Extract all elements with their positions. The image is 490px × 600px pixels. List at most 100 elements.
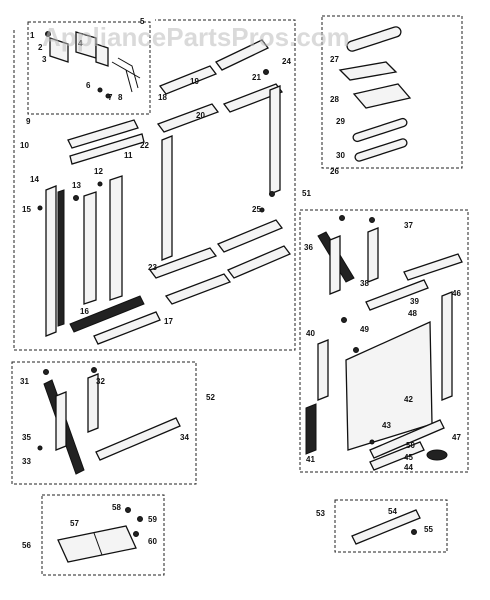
part-label-34: 34 [180,433,189,442]
box-main-frame [13,19,296,351]
part-label-31: 31 [20,377,29,386]
part-label-12: 12 [94,167,103,176]
center-frame [148,39,292,305]
box-53-kit [334,499,448,553]
box-26-kit [321,15,463,169]
screw-icon [45,31,51,37]
box-56-kit [41,494,165,576]
handle-27 [346,26,402,52]
frame-top-right [222,83,284,113]
part-label-54: 54 [388,507,397,516]
part-label-4: 4 [78,39,83,48]
screw-icon [269,191,275,197]
side-channel-14 [45,185,57,337]
part-label-35: 35 [22,433,31,442]
part-label-23: 23 [148,263,157,272]
watermark: AppliancePartsPros.com [42,22,350,52]
screw-icon [37,445,43,451]
part-label-6: 6 [86,81,91,90]
top-rail-9 [67,119,139,149]
part-label-39: 39 [410,297,419,306]
plate-fold [93,532,103,556]
part-label-28: 28 [330,95,339,104]
screw-icon [339,215,345,221]
screw-icon [43,369,49,375]
rail-34 [95,417,181,461]
rail-54 [351,509,421,545]
side-rail-46 [441,291,453,401]
part-label-37: 37 [404,221,413,230]
part-label-42: 42 [404,395,413,404]
part-label-57: 57 [70,519,79,528]
part-label-17: 17 [164,317,173,326]
part-label-48: 48 [408,309,417,318]
part-label-27: 27 [330,55,339,64]
part-label-7: 7 [108,93,113,102]
part-label-11: 11 [124,151,133,160]
bracket-part [49,37,69,63]
screw-icon [369,217,375,223]
plate-part-small [95,43,109,67]
part-label-21: 21 [252,73,261,82]
frame-bottom-right [216,219,284,253]
part-label-29: 29 [336,117,345,126]
bottom-rail-17 [93,311,161,345]
part-label-19: 19 [190,77,199,86]
top-angle-18 [158,65,218,95]
bracket-38 [329,235,341,295]
bottom-seal-10 [69,295,145,333]
screw-icon [97,181,103,187]
part-label-50: 50 [406,441,415,450]
box-52-assembly [11,361,197,485]
part-label-41: 41 [306,455,315,464]
part-label-14: 14 [30,175,39,184]
frame-bottom-23 [148,247,218,279]
part-label-9: 9 [26,117,31,126]
screw-icon [97,87,103,93]
part-label-56: 56 [22,541,31,550]
part-label-40: 40 [306,329,315,338]
rail-39 [365,279,429,311]
top-rail-10 [69,133,145,165]
part-label-44: 44 [404,463,413,472]
screw-icon [369,439,375,445]
screw-icon [105,93,111,99]
assembly-52-parts [37,367,181,475]
plate-upper [338,61,398,81]
part-label-18: 18 [158,93,167,102]
screw-icon [411,529,417,535]
part-label-2: 2 [38,43,43,52]
part-label-59: 59 [148,515,157,524]
side-rail-40 [317,339,329,401]
plate-57 [57,525,137,563]
part-label-46: 46 [452,289,461,298]
small-kits [57,507,421,563]
side-seal-14 [57,189,65,327]
bottom-rail-42 [369,419,445,459]
assembly-51-parts [305,215,463,471]
part-label-8: 8 [118,93,123,102]
side-rail-11 [109,175,123,301]
screw-icon [341,317,347,323]
screw-icon [125,507,131,513]
frame-base-right [226,245,292,279]
screw-icon [137,516,143,522]
channel-32 [87,373,99,433]
hardware-kit-parts [45,31,141,99]
rail-upper-51 [403,253,463,281]
part-label-43: 43 [382,421,391,430]
bracket-31 [55,391,67,451]
frame-right-24 [269,85,281,195]
angle-bracket-2 [117,57,139,89]
frame-base-22 [164,273,232,305]
screw-icon [73,195,79,201]
kit-26-parts [338,26,412,162]
part-label-32: 32 [96,377,105,386]
part-label-30: 30 [336,151,345,160]
part-label-38: 38 [360,279,369,288]
part-label-22: 22 [140,141,149,150]
drain-cap-47 [426,449,448,461]
part-label-47: 47 [452,433,461,442]
